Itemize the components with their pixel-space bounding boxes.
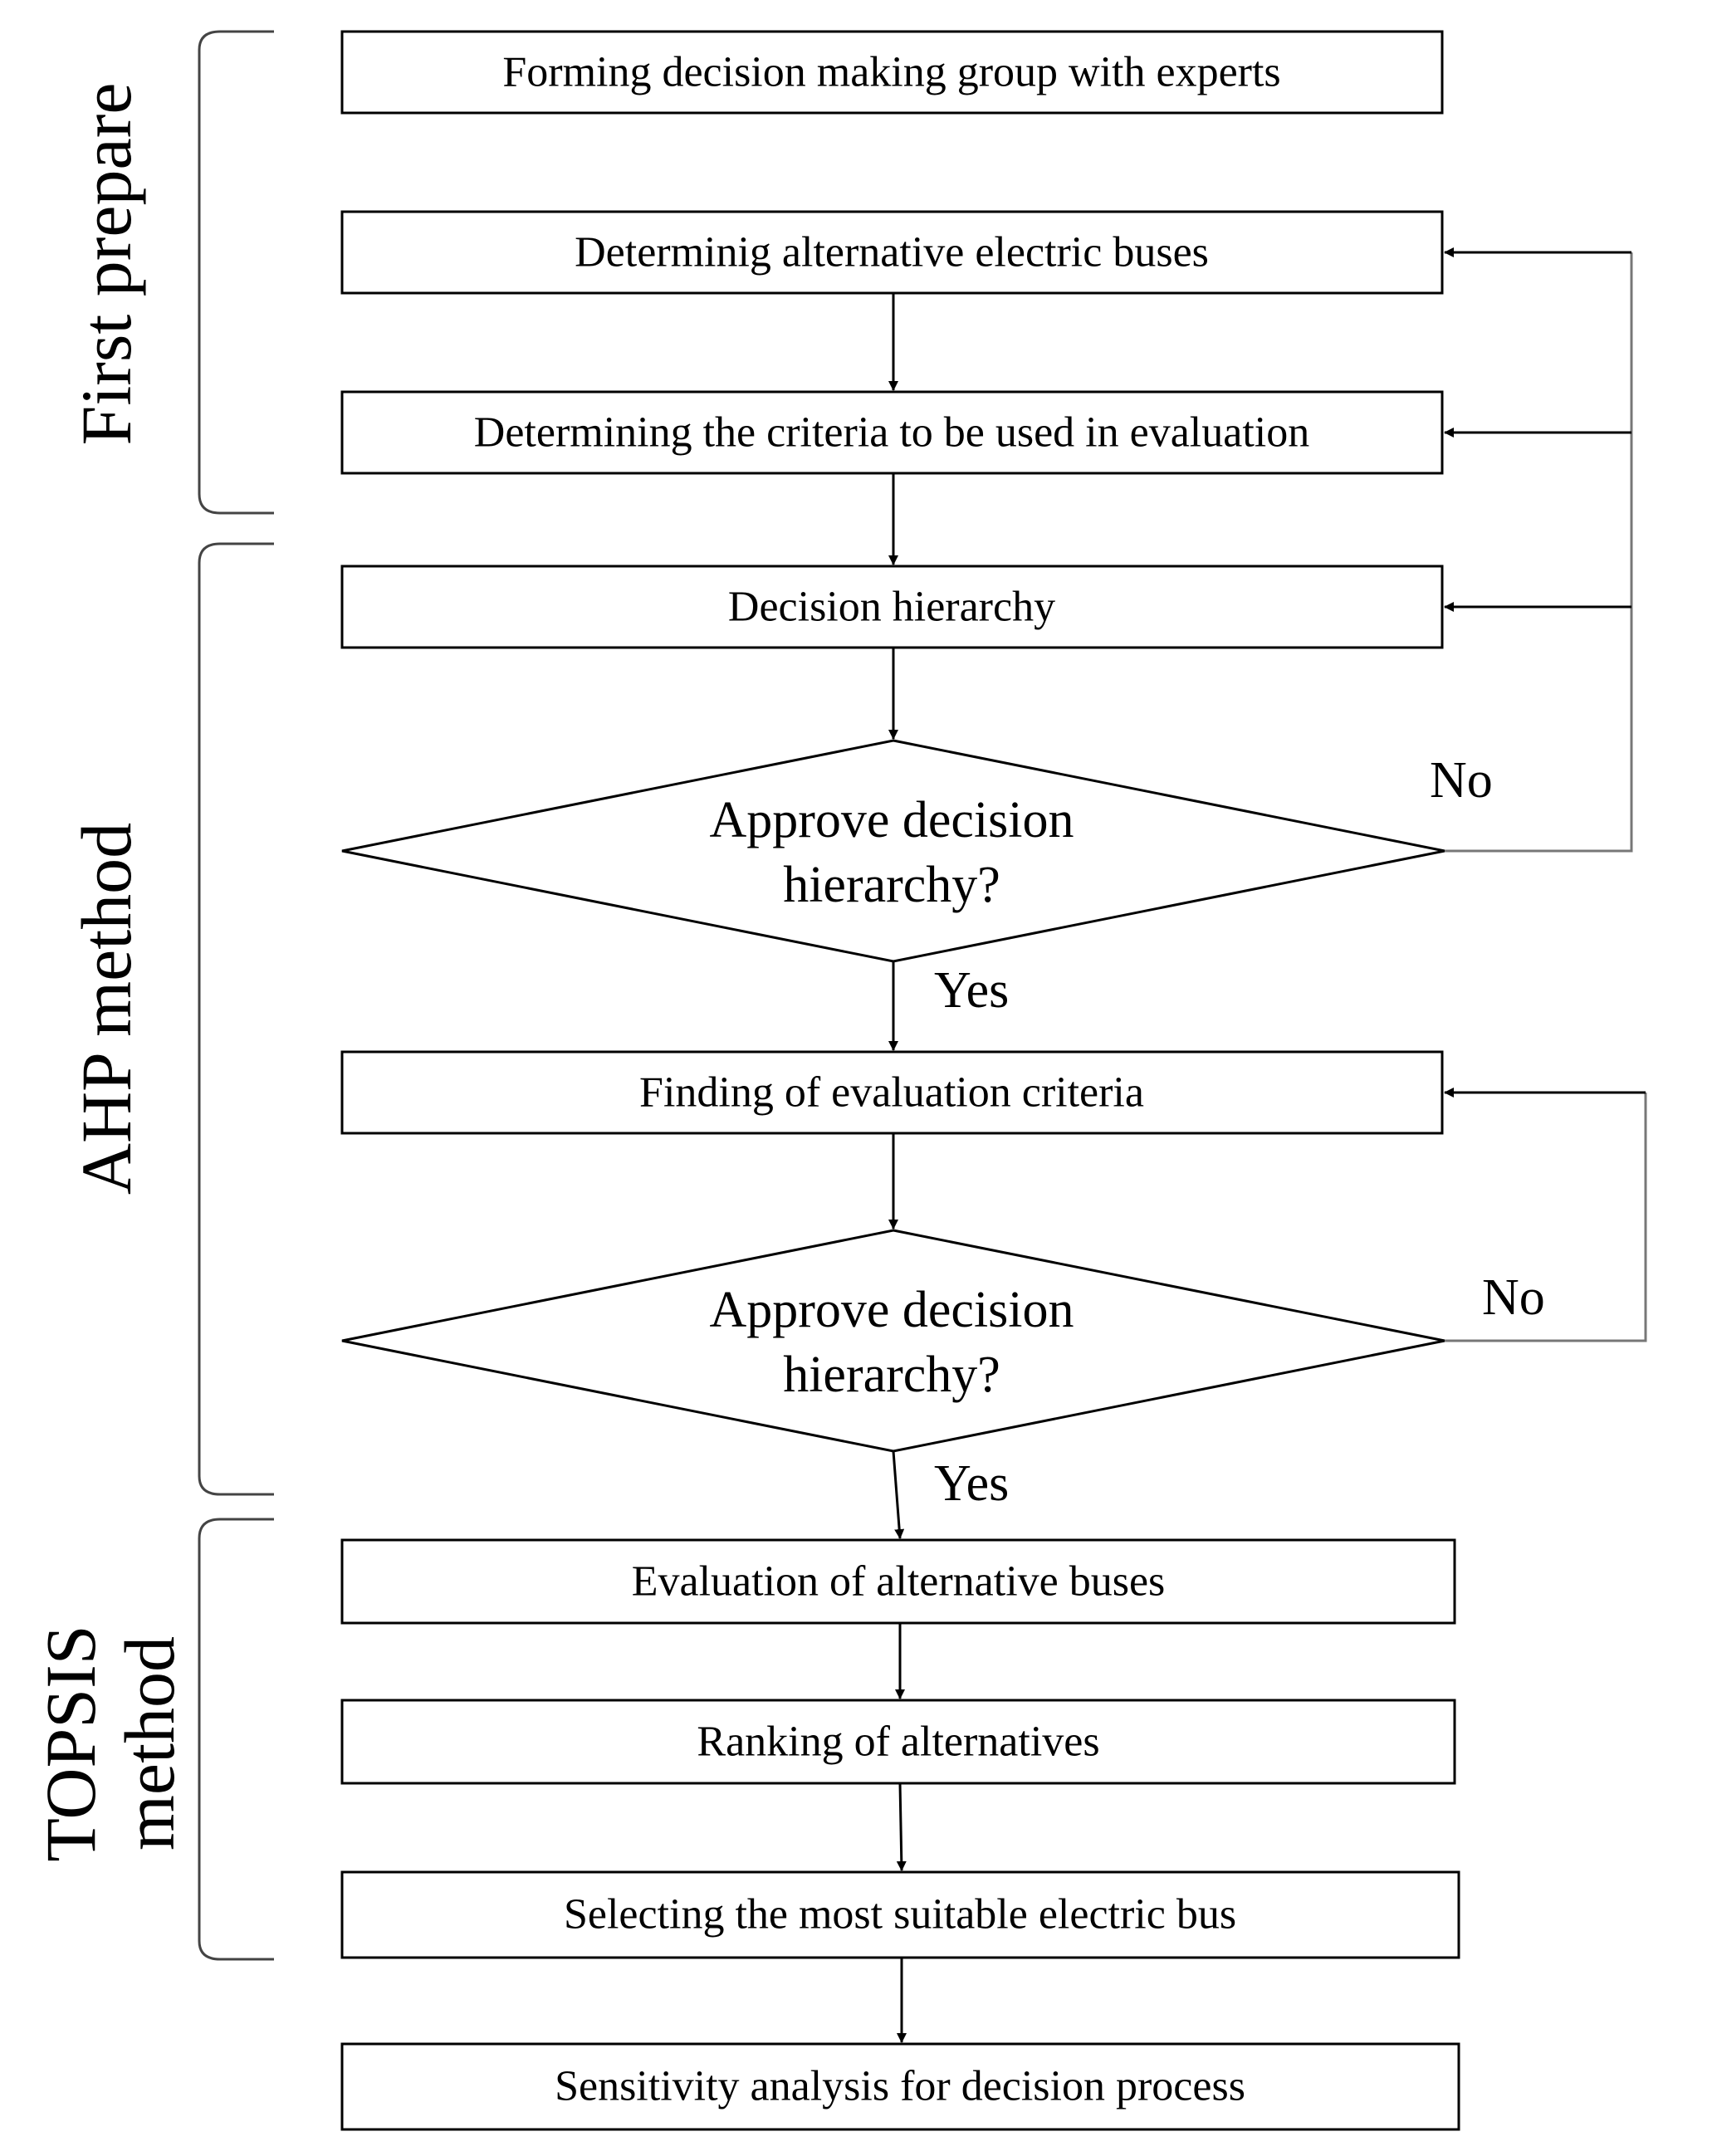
label-no-2: No — [1482, 1269, 1545, 1326]
step-selecting: Selecting the most suitable electric bus — [340, 1870, 1460, 1959]
step-determining-alternatives-label: Determinig alternative electric buses — [575, 229, 1209, 276]
step-evaluation-buses: Evaluation of alternative buses — [340, 1538, 1456, 1625]
step-sensitivity: Sensitivity analysis for decision proces… — [340, 2042, 1460, 2131]
step-decision-hierarchy-label: Decision hierarchy — [728, 584, 1055, 631]
phase-ahp-method: AHP method — [66, 823, 146, 1195]
label-no-1: No — [1430, 752, 1493, 809]
step-ranking-label: Ranking of alternatives — [697, 1718, 1099, 1766]
step-forming-group: Forming decision making group with exper… — [340, 30, 1444, 115]
label-yes-1: Yes — [934, 962, 1009, 1019]
phase-first-prepare: First prepare — [66, 82, 146, 445]
step-finding-criteria-label: Finding of evaluation criteria — [639, 1069, 1144, 1117]
ahp-brace — [198, 542, 274, 1496]
decision-approve-2: Approve decision hierarchy? — [341, 1229, 1445, 1453]
phase-topsis-method: method — [110, 1636, 189, 1850]
arrow-ranking-to-selecting — [896, 1782, 907, 1871]
decision-approve-1: Approve decision hierarchy? — [341, 739, 1445, 963]
step-forming-group-label: Forming decision making group with exper… — [502, 49, 1280, 96]
label-yes-2: Yes — [934, 1455, 1009, 1512]
step-determining-criteria: Determining the criteria to be used in e… — [340, 390, 1444, 475]
decision-approve-2-line1: Approve decision — [709, 1282, 1074, 1338]
step-sensitivity-label: Sensitivity analysis for decision proces… — [555, 2063, 1245, 2110]
arrow-decision2-to-evaluation — [892, 1450, 905, 1539]
step-determining-criteria-label: Determining the criteria to be used in e… — [474, 409, 1309, 457]
first-prepare-brace — [198, 30, 274, 515]
step-ranking: Ranking of alternatives — [340, 1699, 1456, 1785]
topsis-brace — [198, 1518, 274, 1961]
step-decision-hierarchy: Decision hierarchy — [340, 565, 1444, 649]
step-selecting-label: Selecting the most suitable electric bus — [564, 1891, 1236, 1938]
step-evaluation-buses-label: Evaluation of alternative buses — [632, 1558, 1166, 1606]
step-determining-alternatives: Determinig alternative electric buses — [340, 210, 1444, 295]
decision-approve-1-line1: Approve decision — [709, 792, 1074, 848]
feedback-loop-1 — [1445, 252, 1633, 853]
phase-topsis: TOPSIS — [31, 1625, 110, 1861]
step-finding-criteria: Finding of evaluation criteria — [340, 1050, 1444, 1135]
decision-approve-1-line2: hierarchy? — [783, 857, 1000, 913]
feedback-loop-2 — [1445, 1093, 1647, 1342]
decision-approve-2-line2: hierarchy? — [783, 1347, 1000, 1403]
